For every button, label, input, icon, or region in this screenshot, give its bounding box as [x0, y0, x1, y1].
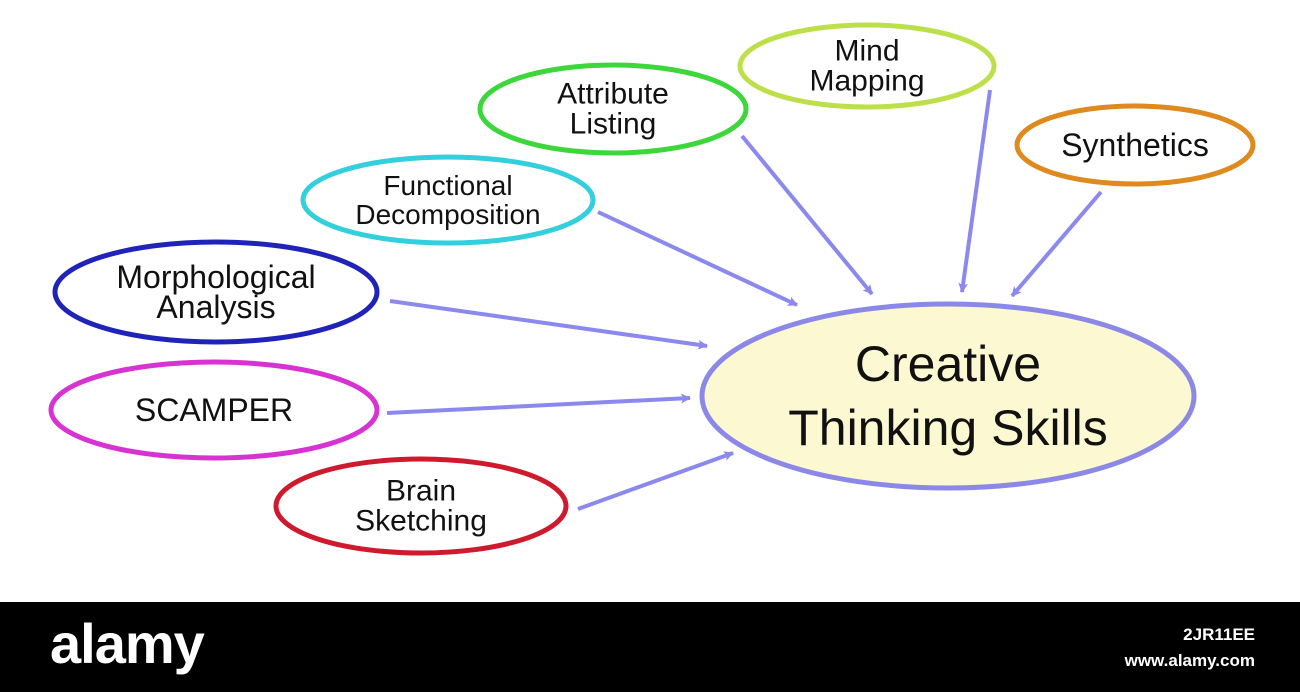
brand-logo: alamy — [50, 612, 205, 675]
node-scamper: SCAMPER — [48, 359, 380, 461]
site-url: www.alamy.com — [1124, 651, 1255, 670]
node-scamper-label-line-1: SCAMPER — [135, 392, 293, 428]
node-scamper-ellipse — [48, 359, 380, 461]
arrow-synthetics — [1010, 190, 1103, 298]
node-mind-mapping-label-line-2: Mapping — [809, 65, 924, 98]
arrow-morphological-analysis — [389, 299, 708, 350]
node-functional-decomposition-label-line-2: Decomposition — [355, 199, 540, 230]
node-morphological-analysis-label-line-2: Analysis — [156, 289, 275, 325]
node-mind-mapping-ellipse — [737, 22, 997, 110]
node-morphological-analysis-label-line-1: Morphological — [116, 259, 315, 295]
arrow-attribute-listing — [740, 134, 874, 296]
node-attribute-listing-ellipse — [477, 62, 749, 156]
node-synthetics-ellipse — [1014, 103, 1256, 187]
node-brain-sketching-ellipse — [273, 456, 569, 556]
arrow-functional-decomposition — [597, 210, 798, 307]
arrow-mind-mapping — [958, 89, 992, 293]
arrow-brain-sketching — [577, 451, 734, 511]
nodes: MindMappingAttributeListingSyntheticsFun… — [48, 22, 1256, 556]
node-brain-sketching-label-line-1: Brain — [386, 475, 456, 508]
footer-bar: alamy 2JR11EE www.alamy.com — [0, 602, 1300, 692]
arrows — [386, 89, 1103, 511]
diagram-canvas: MindMappingAttributeListingSyntheticsFun… — [48, 22, 1256, 556]
node-functional-decomposition-ellipse — [300, 154, 596, 246]
center-node-label-line-1: Creative — [855, 336, 1041, 392]
node-synthetics: Synthetics — [1014, 103, 1256, 187]
node-morphological-analysis-ellipse — [52, 239, 380, 345]
center-node-label-line-2: Thinking Skills — [788, 400, 1108, 456]
node-mind-mapping-label-line-1: Mind — [834, 35, 899, 68]
node-brain-sketching-label-line-2: Sketching — [355, 505, 487, 538]
center-node-ellipse — [699, 301, 1197, 491]
node-attribute-listing-label-line-2: Listing — [570, 108, 657, 141]
node-attribute-listing-label-line-1: Attribute — [557, 78, 669, 111]
node-synthetics-label-line-1: Synthetics — [1061, 127, 1209, 163]
arrow-scamper — [386, 393, 691, 415]
stock-id: 2JR11EE — [1183, 625, 1255, 644]
node-functional-decomposition-label-line-1: Functional — [383, 170, 512, 201]
